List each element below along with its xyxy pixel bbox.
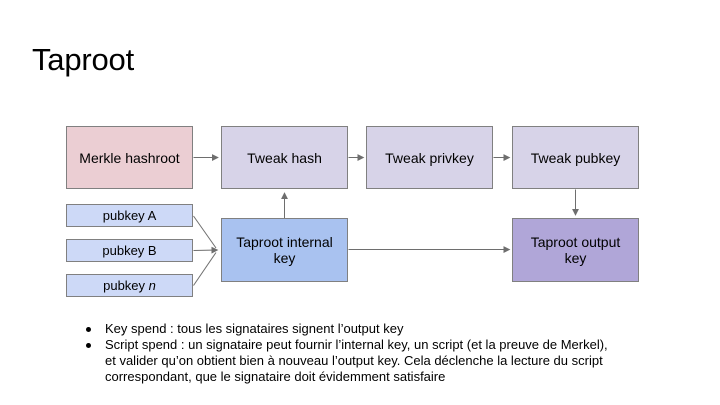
bullet-text-line: correspondant, que le signataire doit év… (105, 369, 446, 384)
box-pubkey-n-label: pubkey n (103, 277, 156, 293)
bullet-item-key-spend: Key spend : tous les signataires signent… (86, 321, 696, 337)
box-taproot-output-key-label: Taproot output key (530, 234, 621, 266)
box-taproot-output-key: Taproot output key (512, 218, 639, 282)
box-tweak-hash: Tweak hash (221, 126, 348, 189)
bullet-dot (86, 342, 91, 348)
bullet-dot (86, 326, 91, 332)
box-pubkey-b: pubkey B (66, 239, 193, 262)
slide-title: Taproot (32, 42, 134, 77)
box-tweak-pubkey-label: Tweak pubkey (530, 149, 621, 166)
box-taproot-internal-key: Taproot internal key (221, 218, 348, 282)
arrow-pubkey-n-to-internal-key (193, 252, 217, 286)
box-tweak-privkey-label: Tweak privkey (385, 149, 474, 166)
box-tweak-privkey: Tweak privkey (366, 126, 493, 189)
bullet-item-script-spend: Script spend : un signataire peut fourni… (86, 337, 696, 385)
box-tweak-hash-label: Tweak hash (247, 149, 322, 166)
box-merkle-hashroot: Merkle hashroot (66, 126, 193, 189)
box-pubkey-b-label: pubkey B (102, 242, 157, 258)
bullet-text-line: et valider qu’on obtient bien à nouveau … (105, 353, 603, 368)
box-tweak-pubkey: Tweak pubkey (512, 126, 639, 189)
box-taproot-internal-key-label: Taproot internal key (236, 234, 333, 266)
box-merkle-hashroot-label: Merkle hashroot (79, 149, 180, 166)
box-pubkey-a-label: pubkey A (102, 207, 157, 223)
bullet-list: Key spend : tous les signataires signent… (86, 321, 696, 385)
arrow-pubkey-a-to-internal-key (193, 215, 217, 249)
box-pubkey-a: pubkey A (66, 204, 193, 227)
arrow-pubkey-b-to-internal-key (193, 246, 219, 254)
bullet-text-line: Script spend : un signataire peut fourni… (105, 337, 608, 352)
box-pubkey-n: pubkey n (66, 274, 193, 297)
bullet-text-line: Key spend : tous les signataires signent… (105, 321, 404, 336)
